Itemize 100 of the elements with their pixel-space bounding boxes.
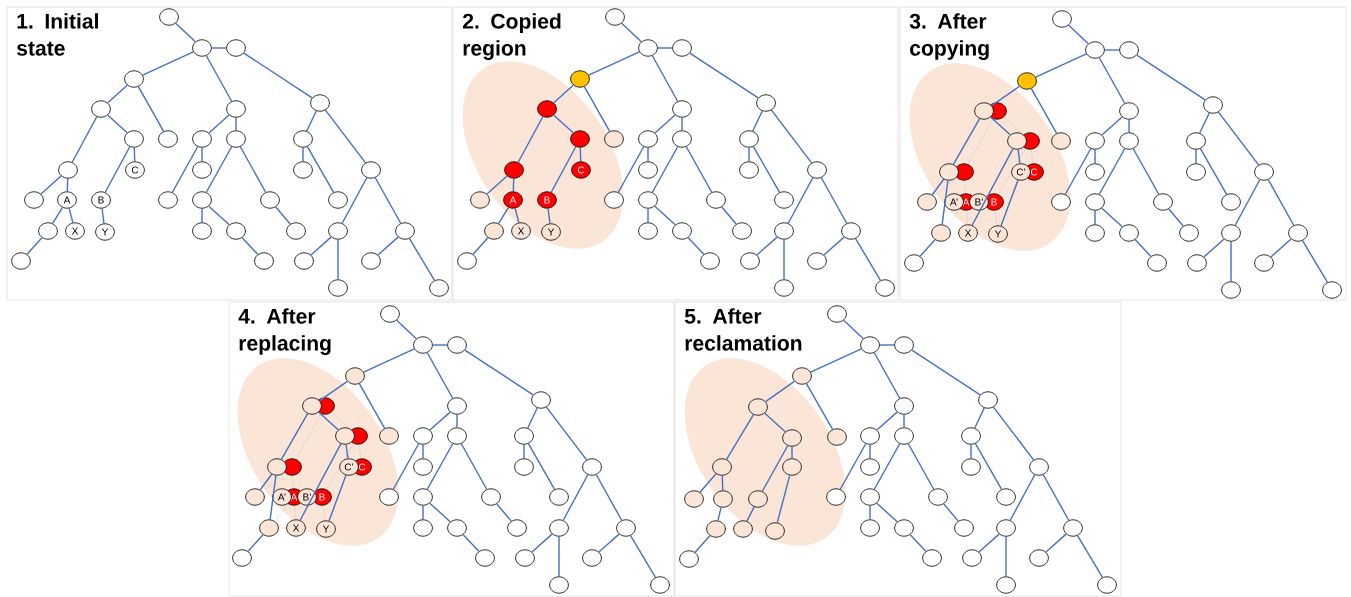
- tree-node: [11, 252, 31, 270]
- connector-line: [746, 506, 755, 522]
- connector-line: [553, 84, 574, 104]
- connector-line: [101, 207, 105, 225]
- tree-node: [774, 222, 794, 240]
- tree-node: [841, 222, 861, 240]
- tree-node: [328, 222, 348, 240]
- connector-line: [497, 206, 510, 225]
- connector-line: [1128, 118, 1130, 134]
- tree-node: [361, 252, 381, 270]
- tree-node: [470, 191, 490, 209]
- tree-node: [1119, 224, 1139, 242]
- tree-node: [996, 519, 1016, 537]
- connector-line: [1230, 240, 1232, 283]
- connector-line: [869, 504, 871, 521]
- connector-line: [752, 110, 763, 132]
- connector-line: [931, 178, 945, 196]
- tree-node: [774, 191, 794, 209]
- connector-line: [651, 146, 679, 193]
- tree-node: Y: [988, 225, 1008, 243]
- tree-node: [293, 161, 313, 179]
- connector-line: [583, 86, 611, 132]
- tree-node: [549, 576, 569, 594]
- tree-node: [904, 254, 924, 272]
- tree-node: [974, 102, 994, 120]
- tree-node: [650, 576, 670, 594]
- connector-line: [66, 177, 69, 193]
- connector-line: [363, 348, 416, 373]
- dotted-link: [1003, 116, 1024, 136]
- connector-line: [377, 236, 399, 256]
- tree-node: [894, 336, 914, 354]
- tree-node: [1097, 576, 1117, 594]
- connector-line: [527, 407, 538, 429]
- connector-line: [651, 55, 679, 102]
- tree-node: A’: [272, 488, 292, 506]
- tree-node: [774, 279, 794, 297]
- connector-line: [107, 84, 128, 104]
- connector-line: [909, 533, 927, 553]
- tree-node: [765, 522, 785, 540]
- connector-line: [761, 445, 789, 492]
- tree-node: [894, 519, 914, 537]
- connector-line: [517, 116, 544, 163]
- tree-node: [1187, 254, 1207, 272]
- connector-line: [776, 474, 791, 524]
- tree-node: [537, 100, 557, 118]
- connector-line: [280, 413, 309, 461]
- tree-node: C: [571, 161, 591, 179]
- tree-node: [380, 305, 400, 323]
- tree-node: [245, 488, 265, 506]
- tree-node: [232, 549, 252, 567]
- connector-line: [71, 116, 98, 163]
- tree-node: [1051, 132, 1071, 150]
- tree-node: [267, 458, 287, 476]
- tree-node: [931, 224, 951, 242]
- tree-node: [807, 161, 827, 179]
- tree-node: [672, 130, 692, 148]
- connector-line: [241, 236, 259, 256]
- tree-node: [259, 519, 279, 537]
- tree-node: [413, 336, 433, 354]
- tree-node: [1288, 224, 1308, 242]
- dotted-link: [964, 180, 966, 194]
- tree-node: [860, 488, 880, 506]
- tree-node: [457, 252, 477, 270]
- tree-node: [484, 222, 504, 240]
- tree-node: [1186, 163, 1206, 181]
- tree-node: [413, 488, 433, 506]
- connector-line: [1042, 474, 1070, 521]
- tree-node: [1051, 193, 1071, 211]
- connector-line: [1267, 179, 1295, 226]
- tree-node: [192, 191, 212, 209]
- dotted-link: [933, 177, 958, 197]
- connector-line: [408, 237, 436, 282]
- connector-line: [647, 207, 649, 224]
- dotted-link: [358, 444, 362, 459]
- tree-node: [672, 222, 692, 240]
- tree-node: [1221, 281, 1241, 299]
- connector-line: [657, 47, 673, 49]
- tree-node: [192, 130, 212, 148]
- tree-node: [413, 427, 433, 445]
- connector-line: [1098, 148, 1126, 195]
- connector-line: [496, 503, 512, 522]
- connector-line: [869, 443, 871, 460]
- tree-node: [1254, 163, 1274, 181]
- connector-line: [171, 146, 199, 193]
- tree-node: [447, 397, 467, 415]
- tree-node: [706, 520, 726, 538]
- tree-node: [827, 428, 847, 446]
- connector-line: [978, 533, 1000, 553]
- tree-node: [732, 222, 752, 240]
- connector-line: [617, 146, 645, 193]
- tree-node: A’: [944, 193, 964, 211]
- tree-node: [413, 519, 433, 537]
- tree-node: [1085, 224, 1105, 242]
- connector-line: [1199, 112, 1210, 134]
- tree-node: [860, 336, 880, 354]
- connector-line: [1101, 116, 1123, 136]
- tree-node: [638, 191, 658, 209]
- tree-node: [748, 398, 768, 416]
- tree-node: A: [503, 191, 523, 209]
- tree-node: [286, 222, 306, 240]
